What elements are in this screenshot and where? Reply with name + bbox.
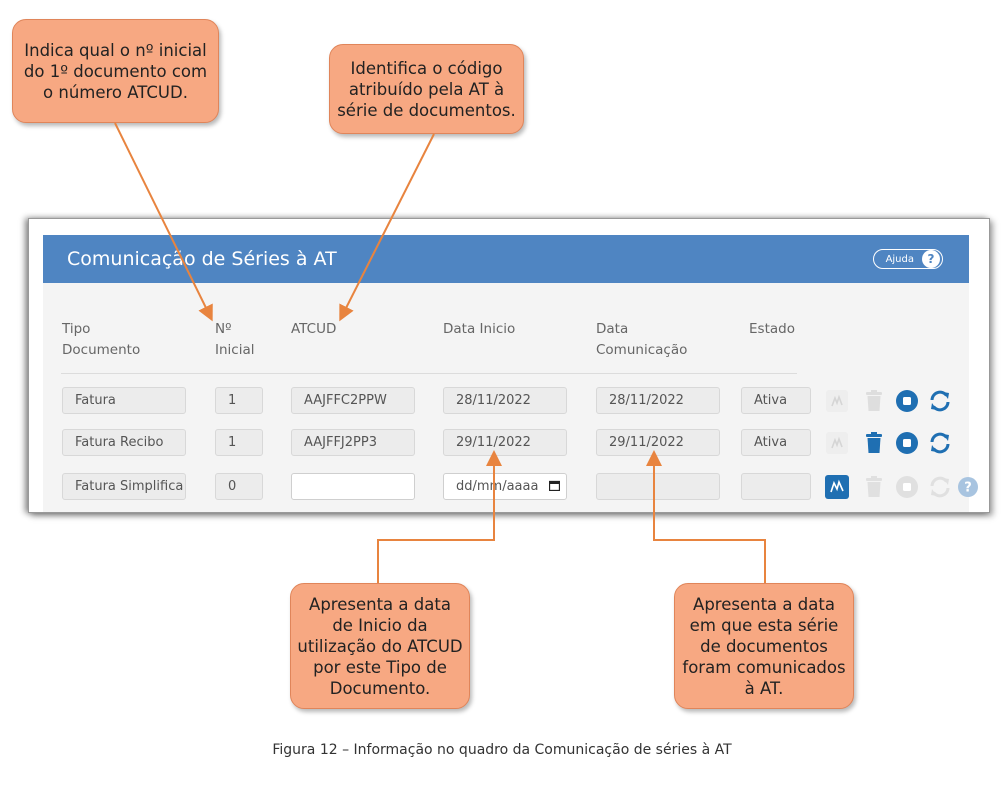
callout-data-comunicacao-text: Apresenta a data em que esta série de do… [682, 594, 846, 698]
panel-header: Comunicação de Séries à AT Ajuda ? [43, 235, 969, 283]
row1-at-communicate-icon [824, 388, 850, 414]
row2-refresh-icon[interactable] [927, 430, 953, 456]
row2-n-inicial: 1 [215, 429, 263, 456]
row3-estado [741, 473, 811, 500]
row1-trash-icon [861, 388, 887, 414]
row3-data-comunicacao [596, 473, 720, 500]
col-header-tipo-documento: Tipo Documento [62, 319, 140, 361]
callout-data-inicio: Apresenta a data de Inicio da utilização… [290, 583, 470, 709]
panel-title: Comunicação de Séries à AT [67, 248, 337, 270]
row2-estado: Ativa [741, 429, 811, 456]
col-header-tipo-line1: Tipo [62, 321, 91, 337]
row3-data-inicio-input[interactable]: dd/mm/aaaa [443, 473, 567, 500]
callout-numero-inicial-text: Indica qual o nº inicial do 1º documento… [23, 40, 208, 102]
col-header-n-line2: Inicial [215, 342, 255, 358]
col-header-data-com-line1: Data [596, 321, 629, 337]
row3-stop-icon [894, 474, 920, 500]
col-header-estado: Estado [749, 321, 795, 337]
col-header-n-line1: Nº [215, 321, 232, 337]
col-header-data-inicio: Data Inicio [443, 321, 516, 337]
callout-atcud-text: Identifica o código atribuído pela AT à … [337, 58, 516, 120]
row2-at-communicate-icon [824, 430, 850, 456]
row1-stop-icon[interactable] [894, 388, 920, 414]
row2-atcud: AAJFFJ2PP3 [291, 429, 415, 456]
row3-at-communicate-icon[interactable] [824, 474, 850, 500]
callout-data-inicio-text: Apresenta a data de Inicio da utilização… [297, 594, 463, 698]
row3-tipo: Fatura Simplifica [62, 473, 186, 500]
row1-refresh-icon[interactable] [927, 388, 953, 414]
row3-trash-icon [861, 474, 887, 500]
callout-data-comunicacao: Apresenta a data em que esta série de do… [674, 583, 854, 709]
row1-data-inicio: 28/11/2022 [443, 387, 567, 414]
row2-data-inicio: 29/11/2022 [443, 429, 567, 456]
help-question-icon: ? [922, 250, 940, 268]
arrow-numero-inicial [114, 122, 213, 322]
svg-text:?: ? [964, 481, 972, 496]
row3-n-inicial: 0 [215, 473, 263, 500]
row1-data-comunicacao: 28/11/2022 [596, 387, 720, 414]
row2-stop-icon[interactable] [894, 430, 920, 456]
row3-help-icon[interactable]: ? [955, 474, 981, 500]
row2-tipo: Fatura Recibo [62, 429, 186, 456]
col-header-data-com-line2: Comunicação [596, 342, 688, 358]
header-divider [61, 373, 797, 374]
arrow-data-inicio [377, 450, 502, 583]
row3-atcud-input[interactable] [291, 473, 415, 500]
row1-tipo: Fatura [62, 387, 186, 414]
col-header-n-inicial: Nº Inicial [215, 319, 255, 361]
row1-n-inicial: 1 [215, 387, 263, 414]
arrow-data-comunicacao [646, 450, 766, 583]
calendar-icon[interactable] [549, 480, 560, 491]
figure-caption: Figura 12 – Informação no quadro da Comu… [272, 742, 732, 758]
help-button[interactable]: Ajuda ? [872, 249, 943, 269]
row1-estado: Ativa [741, 387, 811, 414]
row3-data-inicio-placeholder: dd/mm/aaaa [456, 479, 539, 494]
col-header-atcud: ATCUD [291, 321, 337, 337]
row1-atcud: AAJFFC2PPW [291, 387, 415, 414]
row3-refresh-icon [927, 474, 953, 500]
row2-trash-icon[interactable] [861, 430, 887, 456]
callout-numero-inicial: Indica qual o nº inicial do 1º documento… [12, 19, 219, 123]
col-header-data-comunicacao: Data Comunicação [596, 319, 687, 361]
col-header-tipo-line2: Documento [62, 342, 141, 358]
callout-atcud: Identifica o código atribuído pela AT à … [329, 44, 524, 134]
arrow-atcud [339, 133, 435, 322]
help-button-label: Ajuda [885, 253, 914, 265]
